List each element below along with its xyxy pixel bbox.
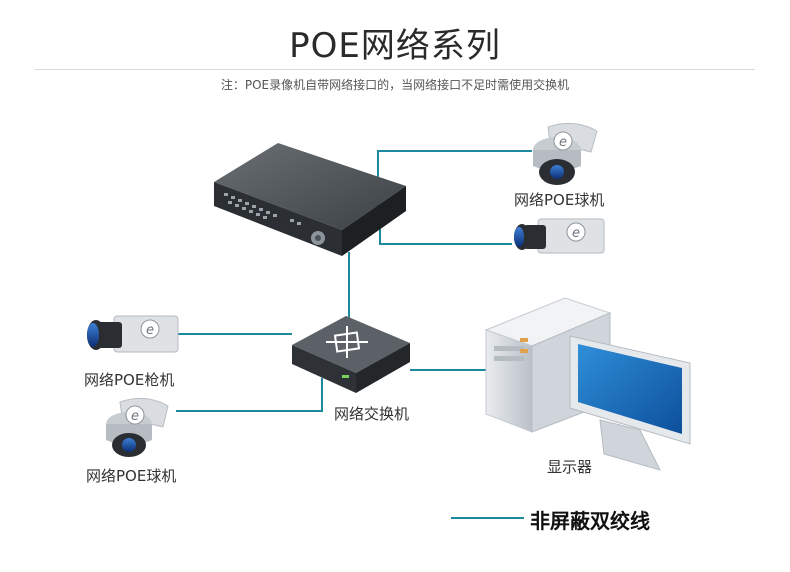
switch-label: 网络交换机	[334, 405, 410, 423]
camera-badge-dome-top: e	[553, 131, 573, 151]
camera-badge-bullet-top: e	[566, 222, 586, 242]
svg-text:e: e	[131, 409, 139, 424]
monitor-label: 显示器	[547, 458, 593, 476]
network-switch	[292, 316, 410, 393]
bullet-camera-left	[87, 315, 179, 353]
svg-text:e: e	[572, 226, 580, 241]
monitor	[569, 335, 691, 471]
page-title: POE网络系列	[289, 26, 501, 66]
camera-badge-dome-bottom: e	[125, 405, 145, 425]
header-note: 注：POE录像机自带网络接口的，当网络接口不足时需使用交换机	[220, 78, 570, 92]
svg-text:e: e	[146, 323, 154, 338]
dome-camera-top-label: 网络POE球机	[514, 191, 605, 209]
legend-label: 非屏蔽双绞线	[530, 509, 650, 533]
nvr-recorder	[214, 143, 406, 256]
legend-line	[451, 517, 524, 519]
bullet-camera-left-label: 网络POE枪机	[84, 371, 175, 389]
svg-text:e: e	[559, 135, 567, 150]
title-divider	[35, 69, 755, 70]
bullet-camera-top	[514, 218, 605, 254]
cable-switch-dome-bottom	[176, 378, 323, 412]
camera-badge-bullet-left: e	[140, 319, 160, 339]
dome-camera-bottom-label: 网络POE球机	[86, 467, 177, 485]
cable-nvr-bullet-top	[379, 222, 512, 245]
